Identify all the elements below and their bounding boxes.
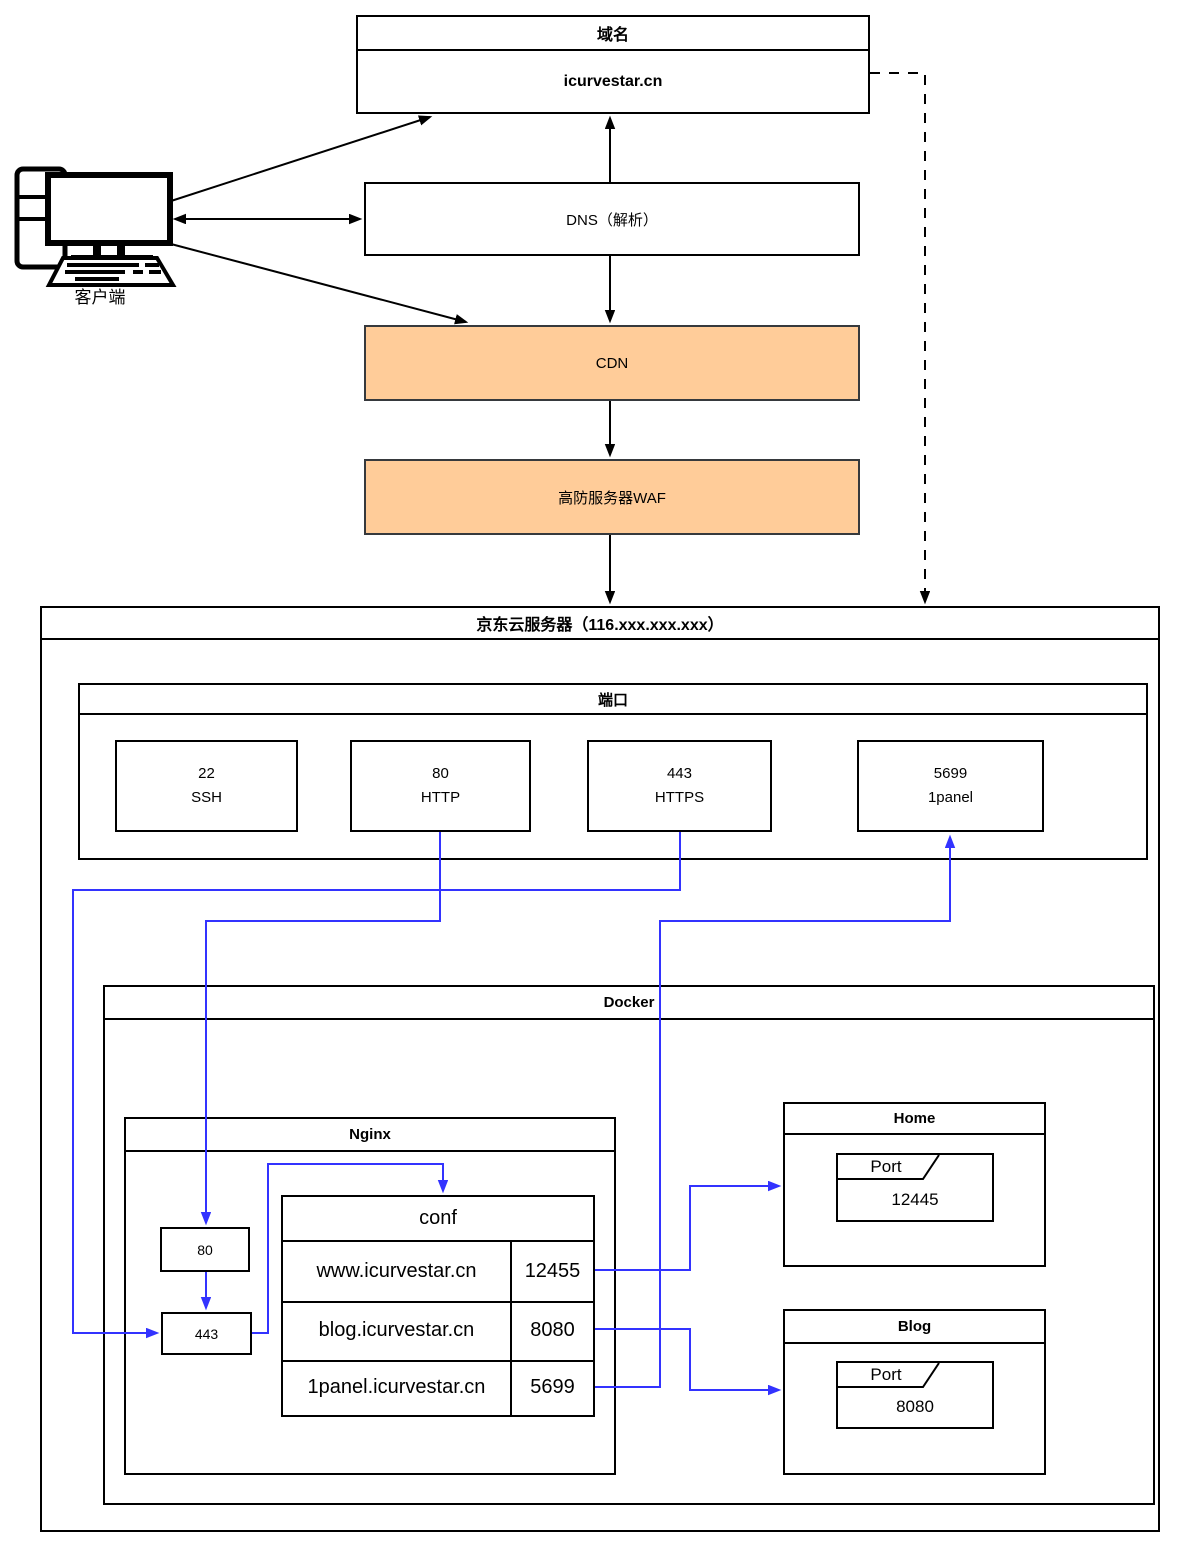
dns-node: DNS（解析） — [364, 182, 860, 256]
port-number: 5699 — [933, 765, 968, 782]
blog-title: Blog — [785, 1311, 1044, 1344]
server-title: 京东云服务器（116.xxx.xxx.xxx） — [42, 608, 1158, 640]
conf-port: 12455 — [524, 1260, 581, 1282]
port-card-label: Port — [870, 1157, 902, 1176]
client-label: 客户端 — [74, 288, 126, 307]
docker-title: Docker — [105, 987, 1153, 1020]
cdn-node: CDN — [364, 325, 860, 401]
ports-title: 端口 — [80, 685, 1146, 715]
blog-port-card: Port 8080 — [836, 1361, 994, 1429]
nginx-listen-80: 80 — [160, 1227, 250, 1272]
domain-title: 域名 — [358, 17, 868, 51]
home-port-card: Port 12445 — [836, 1153, 994, 1222]
port-number: 22 — [198, 765, 215, 782]
conf-row: blog.icurvestar.cn 8080 — [283, 1301, 593, 1362]
waf-node: 高防服务器WAF — [364, 459, 860, 535]
client-node: 客户端 — [5, 155, 195, 315]
port-5699-1panel: 5699 1panel — [857, 740, 1044, 832]
port-service: HTTP — [420, 789, 461, 806]
conf-table: conf www.icurvestar.cn 12455 blog.icurve… — [281, 1195, 595, 1417]
conf-title: conf — [283, 1197, 593, 1242]
conf-domain: 1panel.icurvestar.cn — [283, 1360, 512, 1415]
port-number: 443 — [666, 765, 692, 782]
conf-port: 5699 — [530, 1376, 575, 1398]
nginx-listen-443: 443 — [161, 1312, 252, 1355]
port-card-value: 8080 — [896, 1397, 934, 1416]
conf-row: 1panel.icurvestar.cn 5699 — [283, 1360, 593, 1415]
port-card-label: Port — [870, 1365, 902, 1384]
conf-domain: blog.icurvestar.cn — [283, 1301, 512, 1360]
nginx-title: Nginx — [126, 1119, 614, 1152]
conf-port: 8080 — [530, 1319, 575, 1341]
arrow-domain-to-server-dashed — [870, 72, 925, 602]
port-service: 1panel — [927, 789, 974, 806]
port-number: 80 — [432, 765, 449, 782]
conf-domain: www.icurvestar.cn — [283, 1242, 512, 1301]
home-title: Home — [785, 1104, 1044, 1135]
domain-value: icurvestar.cn — [563, 72, 663, 90]
domain-node: 域名 icurvestar.cn — [356, 15, 870, 114]
port-card-value: 12445 — [891, 1189, 939, 1209]
port-service: SSH — [191, 789, 222, 806]
conf-row: www.icurvestar.cn 12455 — [283, 1242, 593, 1303]
port-service: HTTPS — [654, 789, 705, 806]
